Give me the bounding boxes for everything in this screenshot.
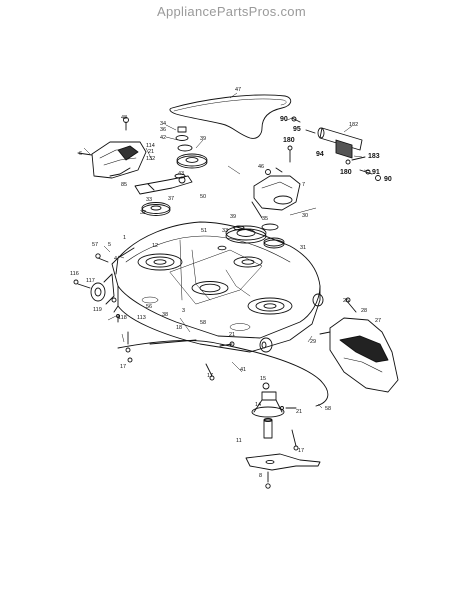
part-label: 17: [120, 364, 126, 370]
part-label: 50: [200, 194, 206, 200]
part-label: 7: [302, 182, 305, 188]
part-label: 114: [146, 143, 155, 149]
deck-lift-rod: [117, 339, 329, 407]
part-label: 12: [152, 243, 158, 249]
part-label: 47: [235, 87, 241, 93]
part-label: 21: [148, 149, 154, 155]
part-label: 8: [259, 473, 262, 479]
part-label: 182: [349, 122, 358, 128]
part-label: 1: [123, 235, 126, 241]
part-label: 132: [146, 156, 155, 162]
part-label: 33: [222, 228, 228, 234]
site-title: AppliancePartsPros.com: [157, 4, 306, 19]
part-label: 95: [293, 126, 301, 133]
part-label: 180: [340, 169, 352, 176]
part-labels: 47 182 90 95 180 94 183 180 91 90 48 34 …: [70, 87, 392, 479]
part-label: 58: [325, 406, 331, 412]
part-label: 4: [114, 256, 117, 262]
part-label: 32: [140, 210, 146, 216]
part-label: 118: [118, 315, 127, 321]
part-label: 41: [240, 367, 246, 373]
part-label: 48: [121, 115, 127, 121]
part-label: 39: [200, 136, 206, 142]
part-label: 85: [121, 182, 127, 188]
part-label: 3: [182, 308, 185, 314]
part-label: 21: [296, 409, 302, 415]
part-label: 116: [70, 271, 79, 277]
part-label: 14: [255, 402, 261, 408]
part-label: 37: [168, 196, 174, 202]
part-label: 25: [343, 298, 349, 304]
part-label: 42: [160, 135, 166, 141]
part-label: 33: [146, 197, 152, 203]
part-label: 113: [137, 315, 146, 321]
part-label: 94: [316, 151, 324, 158]
idler-pulley-stack: [174, 126, 208, 179]
part-label: 27: [375, 318, 381, 324]
part-label: 56: [146, 304, 152, 310]
part-label: 31: [300, 245, 306, 251]
part-label: 21: [229, 332, 235, 338]
part-label: 38: [162, 312, 168, 318]
deck-pulleys: [141, 202, 285, 251]
mower-blade: [245, 453, 321, 489]
idler-arm: [134, 175, 193, 195]
part-label: 57: [92, 242, 98, 248]
part-label: 90: [384, 176, 392, 183]
part-label: 18: [176, 325, 182, 331]
left-hardware: [73, 253, 131, 353]
part-label: 35: [262, 216, 268, 222]
part-label: 58: [200, 320, 206, 326]
part-label: 43: [178, 171, 184, 177]
part-label: 90: [280, 116, 288, 123]
part-label: 91: [372, 169, 380, 176]
part-label: 117: [86, 278, 95, 284]
part-label: 5: [108, 242, 111, 248]
idler-bracket: [251, 145, 301, 219]
belt-cover: [91, 141, 147, 179]
part-label: 36: [160, 127, 166, 133]
part-label: 119: [93, 307, 102, 313]
part-label: 28: [361, 308, 367, 314]
part-label: 46: [258, 164, 264, 170]
part-label: 30: [302, 213, 308, 219]
part-label: 39: [230, 214, 236, 220]
part-label: 29: [310, 339, 316, 345]
discharge-chute: [319, 297, 399, 393]
part-label: 17: [207, 373, 213, 379]
part-label: 15: [260, 376, 266, 382]
part-label: 6: [79, 151, 82, 157]
mandrel-shaft-assembly: [291, 116, 381, 181]
drive-belt: [169, 94, 292, 139]
part-label: 180: [283, 137, 295, 144]
deck-wheels: [90, 273, 324, 353]
part-label: 17: [298, 448, 304, 454]
part-label: 11: [236, 438, 242, 444]
blade-spindle: [251, 382, 299, 451]
mower-deck-housing: [111, 221, 321, 353]
part-label: 34: [160, 121, 166, 127]
part-label: 183: [368, 153, 380, 160]
part-label: 51: [201, 228, 207, 234]
